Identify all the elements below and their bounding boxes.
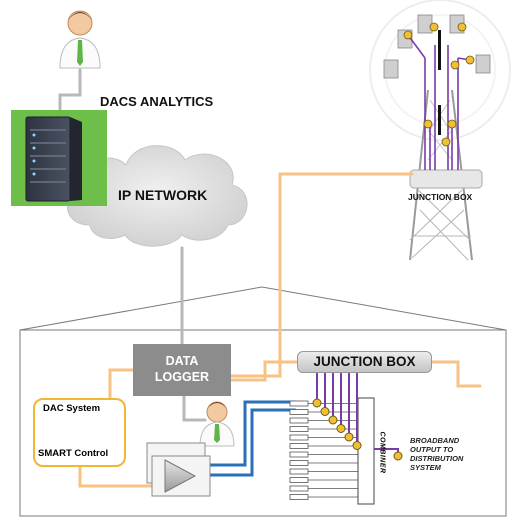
jb-out-link [430, 360, 482, 388]
blue-cable-2 [203, 408, 297, 477]
logger-to-dac-link [108, 368, 135, 400]
amplifier-icon [146, 442, 211, 497]
dac-system-label: DAC System [43, 403, 101, 414]
user-icon [59, 10, 101, 69]
dacs-analytics-label: DACS ANALYTICS [100, 94, 214, 109]
feed-sensor [320, 407, 330, 416]
combiner-port [289, 477, 309, 483]
combiner-port [289, 460, 309, 466]
combiner-port [289, 451, 309, 458]
output-sensor [393, 451, 403, 461]
feed-sensor [312, 398, 322, 408]
output-label-line2: OUTPUT TO [410, 445, 454, 454]
logger-to-tower-link [229, 172, 414, 378]
combiner-icon [357, 397, 375, 505]
blue-cable-1 [203, 400, 297, 467]
antenna-panels [383, 14, 491, 79]
dac-system-box [33, 398, 126, 467]
tower-junction-box-label: JUNCTION BOX [408, 192, 473, 202]
feed-sensor [336, 424, 346, 433]
tower-cables [407, 34, 471, 170]
cell-tower-icon [383, 14, 491, 261]
smart-control-label: SMART Control [38, 448, 109, 459]
tower-sensors [403, 22, 475, 147]
logger-to-tech-link [182, 394, 207, 422]
data-logger-box: DATA LOGGER [133, 344, 231, 396]
data-logger-label-line2: LOGGER [154, 370, 210, 384]
combiner-port [289, 434, 309, 441]
combiner-port [289, 494, 309, 500]
connection-lines [58, 68, 482, 488]
technician-icon [199, 401, 235, 447]
combiner-ports [289, 400, 358, 500]
user-to-server-link [58, 68, 82, 112]
dac-to-amp-link [78, 465, 154, 488]
combiner-port [289, 400, 309, 407]
combiner-port [289, 443, 309, 449]
junction-box: JUNCTION BOX [297, 351, 432, 373]
broadband-output-label: BROADBAND OUTPUT TO DISTRIBUTION SYSTEM [410, 436, 463, 472]
server-icon [11, 110, 107, 206]
feed-sensor [344, 432, 354, 442]
data-logger-label-line1: DATA [165, 354, 199, 368]
combiner-label: COMBINER [378, 431, 386, 474]
combiner-port [289, 417, 309, 424]
purple-feed-cables [312, 373, 362, 450]
feed-sensor [328, 415, 338, 425]
ip-network-label: IP NETWORK [118, 187, 208, 203]
output-label-line3: DISTRIBUTION [410, 454, 464, 463]
logger-to-jb-link [229, 360, 299, 382]
feed-sensor [352, 441, 362, 450]
combiner-port [289, 426, 309, 432]
output-label-line1: BROADBAND [410, 436, 460, 445]
site-building-outline [19, 286, 507, 517]
combiner-port [289, 468, 309, 475]
combiner-port [289, 409, 309, 415]
combiner-port [289, 485, 309, 492]
output-label-line4: SYSTEM [410, 463, 441, 472]
